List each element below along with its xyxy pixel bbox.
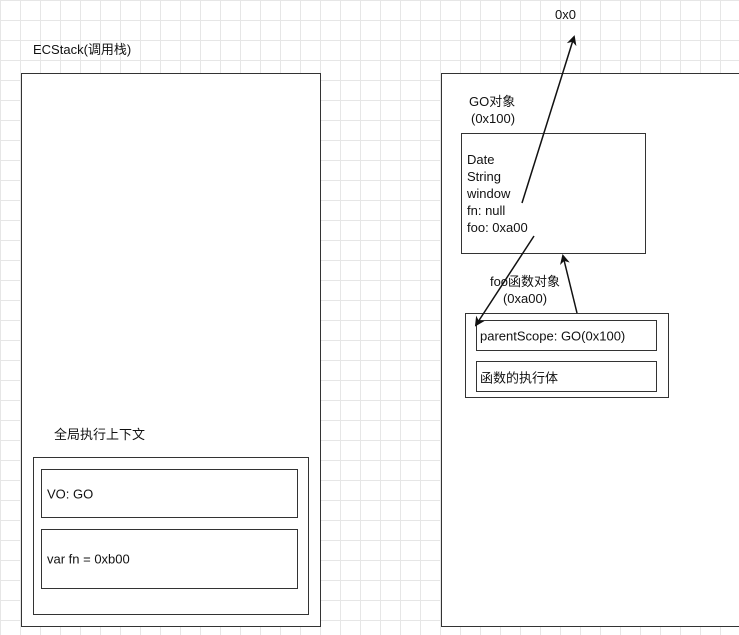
parent-scope-label: parentScope: GO(0x100) <box>480 328 626 343</box>
foo-pointer-arrow <box>474 235 535 327</box>
go-prop-fn: fn: null <box>467 203 506 218</box>
parent-scope-row: parentScope: GO(0x100) <box>476 320 657 351</box>
go-title: GO对象 <box>469 94 516 109</box>
vo-row: VO: GO <box>41 469 298 518</box>
global-context-title: 全局执行上下文 <box>54 427 146 442</box>
function-body-row: 函数的执行体 <box>476 361 657 392</box>
go-prop-window: window <box>467 186 511 201</box>
var-fn-label: var fn = 0xb00 <box>47 551 130 567</box>
go-address: (0x100) <box>471 111 516 126</box>
go-prop-foo: foo: 0xa00 <box>467 220 528 235</box>
var-fn-row: var fn = 0xb00 <box>41 529 298 589</box>
null-address-label: 0x0 <box>555 7 576 22</box>
go-prop-string: String <box>467 169 501 184</box>
fn-null-arrow <box>521 35 577 204</box>
ecstack-title: ECStack(调用栈) <box>33 42 132 57</box>
function-body-label: 函数的执行体 <box>480 370 559 385</box>
go-object-box <box>461 133 646 254</box>
vo-label: VO: GO <box>47 486 94 501</box>
parent-scope-arrow <box>560 254 578 314</box>
go-prop-date: Date <box>467 152 495 167</box>
foo-address: (0xa00) <box>502 291 548 306</box>
